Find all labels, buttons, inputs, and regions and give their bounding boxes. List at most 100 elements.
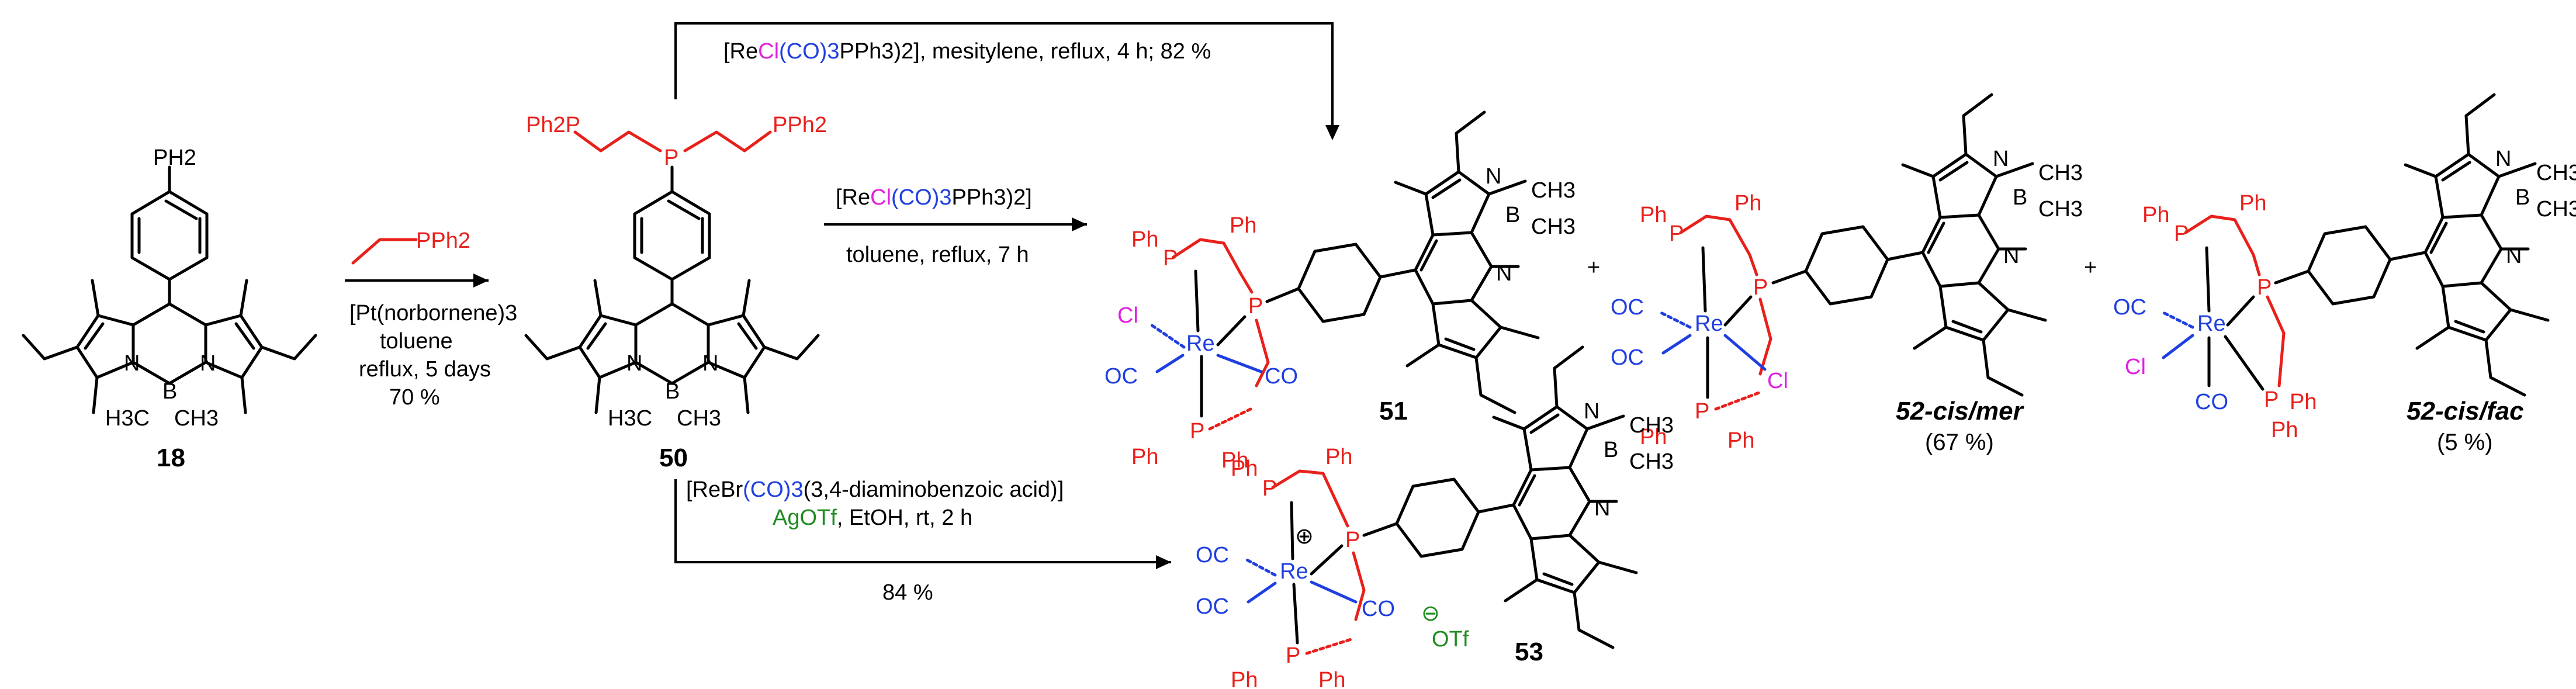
oc-a-53: OC	[1196, 543, 1229, 567]
b-label: B	[162, 379, 177, 404]
cond-top: [ReCl(CO)3PPh3)2], mesitylene, reflux, 4…	[723, 39, 1211, 64]
b-53: B	[1604, 438, 1618, 462]
cond-1-yield: 70 %	[389, 385, 440, 410]
n-bottom-53: N	[1594, 496, 1610, 521]
plus-2: +	[2084, 255, 2097, 280]
p-top-51: P	[1163, 246, 1178, 271]
b-51: B	[1505, 203, 1520, 227]
ph2-label: PH2	[153, 146, 196, 170]
compound-50-label: 50	[659, 444, 688, 472]
ch3-a-52fac: CH3	[2536, 161, 2576, 185]
ph-bottom-right-52mer: Ph	[1727, 428, 1754, 453]
ch3-b-52fac: CH3	[2536, 197, 2576, 221]
ch3-b-53: CH3	[1629, 449, 1674, 474]
p-top-52fac: P	[2174, 221, 2189, 246]
compound-52mer-yield: (67 %)	[1925, 430, 1994, 455]
p-top-52mer: P	[1669, 221, 1684, 246]
compound-52mer-label: 52-cis/mer	[1896, 397, 2025, 425]
compound-52-fac: Re P Ph Ph P P Ph Ph OC Cl CO N B CH3 CH…	[2113, 95, 2576, 455]
compound-18-label: 18	[157, 444, 185, 472]
h3c-label-50: H3C	[608, 406, 652, 431]
p-right-51: P	[1248, 294, 1263, 318]
oc-52fac: OC	[2113, 295, 2146, 320]
n-top-52fac: N	[2495, 147, 2511, 171]
re-label-53: Re	[1280, 559, 1308, 584]
cond-mid-line1: [ReCl(CO)3PPh3)2]	[836, 185, 1032, 210]
cond-bottom-yield: 84 %	[882, 580, 933, 605]
re-label-52fac: Re	[2197, 311, 2226, 336]
ch3-a-52mer: CH3	[2038, 161, 2083, 185]
n-bottom-52mer: N	[2003, 244, 2019, 268]
n-bottom-52fac: N	[2506, 244, 2522, 268]
p-bottom-53: P	[1286, 643, 1300, 668]
cond-1-line1: [Pt(norbornene)3	[349, 301, 517, 326]
reaction-arrow-top: [ReCl(CO)3PPh3)2], mesitylene, reflux, 4…	[674, 22, 1339, 140]
compound-51: Re P Ph Ph P P Ph Ph Cl OC CO N B CH3 CH…	[1105, 112, 1576, 473]
cond-1-line3: reflux, 5 days	[359, 357, 491, 382]
reaction-arrow-bottom: [ReBr(CO)3(3,4-diaminobenzoic acid)] AgO…	[674, 477, 1171, 605]
h3c-label: H3C	[105, 406, 150, 431]
compound-50: P Ph2P PPh2 N N B H3C CH3 50	[526, 113, 827, 472]
ch3-b-52mer: CH3	[2038, 197, 2083, 221]
b-52fac: B	[2515, 185, 2530, 210]
ph-bottom-right-51: Ph	[1221, 448, 1248, 473]
cl-label-51: Cl	[1117, 303, 1138, 328]
ph-top-right-51: Ph	[1230, 213, 1256, 238]
vinyl-pph2-label: PPh2	[416, 228, 470, 253]
plus-1: +	[1587, 255, 1600, 280]
p-right-52fac: P	[2257, 275, 2272, 300]
n-label-left: N	[124, 351, 140, 376]
co-label-51: CO	[1265, 364, 1298, 389]
p-bottom-52mer: P	[1695, 399, 1709, 424]
p-bottom-52fac: P	[2264, 387, 2279, 412]
otf-label-53: OTf	[1432, 627, 1469, 652]
ph-bottom-b-52fac: Ph	[2271, 418, 2298, 442]
re-label-51: Re	[1186, 331, 1215, 356]
ph-bottom-left-51: Ph	[1131, 445, 1158, 469]
ph-bottom-right-53: Ph	[1318, 668, 1345, 689]
ch3-a-53: CH3	[1629, 413, 1674, 438]
compound-18: PH2 N N B H3C CH3 18	[23, 146, 316, 472]
co-label-53: CO	[1362, 597, 1395, 621]
ch3-b-51: CH3	[1531, 214, 1576, 239]
compound-53-label: 53	[1515, 638, 1543, 666]
ph-bottom-a-52fac: Ph	[2290, 390, 2317, 414]
cond-bottom-line1: [ReBr(CO)3(3,4-diaminobenzoic acid)]	[686, 477, 1064, 502]
oc-a-52mer: OC	[1611, 295, 1644, 320]
p-right-53: P	[1345, 528, 1360, 552]
cond-1-line2: toluene	[380, 329, 453, 354]
ch3-label-50: CH3	[677, 406, 721, 431]
compound-52fac-label: 52-cis/fac	[2407, 397, 2524, 425]
n-top-52mer: N	[1993, 147, 2009, 171]
p-right-52mer: P	[1753, 275, 1768, 300]
minus-charge-53: ⊖	[1421, 601, 1440, 626]
plus-charge-53: ⊕	[1295, 524, 1314, 549]
compound-53: Re ⊕ P Ph Ph P P Ph Ph OC OC CO N B CH3 …	[1196, 347, 1674, 689]
oc-label-51: OC	[1105, 364, 1138, 389]
b-label-50: B	[665, 379, 680, 404]
ph-top-left-51: Ph	[1131, 227, 1158, 252]
reaction-arrow-1: PPh2 [Pt(norbornene)3 toluene reflux, 5 …	[345, 228, 517, 410]
b-52mer: B	[2013, 185, 2027, 210]
compound-52fac-yield: (5 %)	[2437, 430, 2493, 455]
p-center-label: P	[664, 146, 678, 170]
reaction-arrow-middle: [ReCl(CO)3PPh3)2] toluene, reflux, 7 h	[824, 185, 1087, 267]
p-top-53: P	[1262, 476, 1277, 501]
re-label-52mer: Re	[1695, 311, 1723, 336]
cl-label-52fac: Cl	[2125, 355, 2146, 379]
ch3-a-51: CH3	[1531, 178, 1576, 203]
compound-52-mer: Re P Ph Ph P P Ph Ph OC OC Cl N B CH3 CH…	[1611, 95, 2083, 455]
n-bottom-51: N	[1496, 261, 1512, 286]
n-top-53: N	[1584, 399, 1599, 424]
cond-bottom-line2: AgOTf, EtOH, rt, 2 h	[773, 506, 972, 530]
n-label-right-50: N	[702, 351, 718, 376]
cond-mid-line2: toluene, reflux, 7 h	[846, 243, 1029, 267]
ph-bottom-left-52mer: Ph	[1640, 425, 1667, 449]
n-top-51: N	[1486, 164, 1501, 189]
ch3-label: CH3	[174, 406, 219, 431]
compound-51-label: 51	[1379, 397, 1408, 425]
ph-top-right-53: Ph	[1325, 445, 1352, 469]
ph2p-label: Ph2P	[526, 113, 580, 137]
oc-b-52mer: OC	[1611, 345, 1644, 370]
